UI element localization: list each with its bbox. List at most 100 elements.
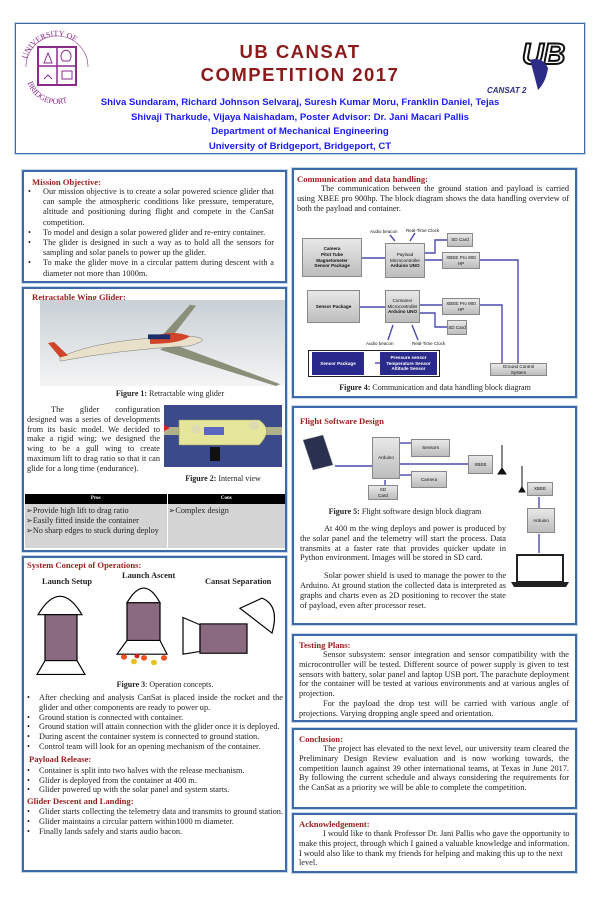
payload-sd-card-block: SD Card (447, 233, 473, 247)
conclusion-body: The project has elevated to the next lev… (299, 744, 569, 793)
ack-heading: Acknowledgement: (299, 819, 370, 829)
software-paragraph-2: Solar power shield is used to manage the… (300, 571, 506, 610)
acknowledgement-panel (292, 813, 577, 873)
flight-software-panel (292, 406, 577, 625)
mission-bullet: To make the glider move in a circular pa… (26, 258, 274, 278)
mission-heading: Mission Objective: (32, 177, 101, 187)
mission-bullet: To model and design a solar powered glid… (26, 228, 274, 238)
figure-2-caption: Figure 2: Internal view (164, 474, 282, 483)
figure-1-label: Figure 1: (115, 389, 148, 398)
pro-item: ➢Provide high lift to drag ratio (26, 506, 129, 515)
internal-view-image (164, 405, 282, 467)
concept-heading: System Concept of Operations: (27, 560, 142, 570)
mission-bullets: Our mission objective is to create a sol… (26, 187, 274, 279)
ground-xbee-block: XBEE (527, 482, 553, 496)
ub-cansat-logo: UB CANSAT 2 (487, 37, 566, 95)
figure-3-caption: Figure 3: Operation concepts. (85, 680, 245, 689)
testing-plans-panel (292, 634, 577, 722)
laptop-icon (511, 554, 569, 587)
container-audio-beacon-label: Audio beacon (366, 341, 394, 346)
authors-line-2: Shivaji Tharkude, Vijaya Naishadam, Post… (130, 111, 470, 123)
concept-bullet: Ground station is connected with contain… (25, 713, 283, 723)
mission-objective-panel (22, 170, 287, 283)
comm-heading: Communication and data handling: (297, 174, 429, 184)
figure-5-caption: Figure 5: Flight software design block d… (300, 507, 510, 516)
container-sensor-package-block: Sensor Package (307, 290, 360, 323)
testing-paragraph-2: For the payload the drop test will be ca… (299, 698, 569, 718)
descent-bullet: Finally lands safely and starts audio ba… (25, 827, 283, 837)
ground-arduino-block: Arduino (527, 508, 555, 533)
payload-bullet: Glider is deployed from the container at… (25, 776, 283, 786)
department: Department of Mechanical Engineering (211, 126, 389, 137)
stage-launch-ascent-label: Launch Ascent (122, 571, 176, 580)
antenna-icon (518, 466, 526, 493)
poster-title: UB CANSAT COMPETITION 2017 (150, 40, 450, 86)
descent-bullets: Glider starts collecting the telemetry d… (25, 807, 283, 836)
pros-cons-table: Pros Cons ➢Provide high lift to drag rat… (25, 494, 285, 548)
testing-paragraph-1: Sensor subsystem: sensor integration and… (299, 650, 569, 699)
ack-body: I would like to thank Professor Dr. Jani… (299, 829, 570, 868)
wing-heading: Retractable Wing Glider: (32, 292, 126, 302)
pro-item: ➢No sharp edges to stuck during deploy (26, 526, 159, 535)
title-line-2: COMPETITION 2017 (200, 64, 400, 85)
figure-1-text: Retractable wing glider (149, 389, 225, 398)
conclusion-panel (292, 728, 577, 809)
figure-4-text: Communication and data handling block di… (372, 383, 531, 392)
launch-setup-rocket (36, 596, 86, 675)
svg-text:CANSAT 2: CANSAT 2 (487, 86, 527, 95)
payload-release-heading: Payload Release: (29, 753, 92, 764)
descent-bullet: Glider starts collecting the telemetry d… (25, 807, 283, 817)
operations-concept-figure (36, 587, 275, 675)
cons-header: Cons (220, 496, 232, 501)
mission-bullet: The glider is designed in such a way as … (26, 238, 274, 258)
figure-1-caption: Figure 1: Retractable wing glider (90, 389, 250, 398)
sensors-block: Sensors (411, 439, 450, 457)
flight-software-diagram (302, 434, 569, 587)
wing-body-text: The glider configuration designed was a … (27, 405, 160, 473)
software-paragraph-1: At 400 m the wing deploys and power is p… (300, 524, 506, 563)
container-sd-card-block: SD Card (447, 320, 467, 335)
comm-body-text: The communication between the ground sta… (297, 184, 569, 214)
camera-block: Camera (411, 471, 447, 488)
launch-ascent-rocket (115, 587, 168, 655)
figure-3-label: Figure 3 (116, 680, 146, 689)
concept-bullets: After checking and analysis CanSat is pl… (25, 693, 283, 752)
authors-block: Shiva Sundaram, Richard Johnson Selvaraj… (15, 96, 585, 154)
title-line-1: UB CANSAT (239, 41, 361, 62)
header-banner (15, 23, 585, 154)
glider-image (40, 300, 285, 386)
concept-bullet: Control team will look for an opening me… (25, 742, 283, 752)
figure-5-label: Figure 5: (328, 507, 360, 516)
pros-header: Pros (25, 494, 168, 504)
pros-cell: ➢Provide high lift to drag ratio ➢Easily… (25, 504, 168, 548)
figure-4-label: Figure 4: (339, 383, 371, 392)
descent-bullet: Glider maintains a circular pattern with… (25, 817, 283, 827)
payload-audio-beacon-label: Audio beacon (370, 229, 398, 234)
figure-3-text: : Operation concepts. (145, 680, 214, 689)
payload-bullet: Container is split into two halves with … (25, 766, 283, 776)
concept-text-flow: After checking and analysis CanSat is pl… (25, 693, 283, 837)
figure-5-text: Flight software design block diagram (361, 507, 482, 516)
software-text-flow: At 400 m the wing deploys and power is p… (300, 524, 506, 610)
payload-bullet: Glider powered up with the solar panel a… (25, 785, 283, 795)
university: University of Bridgeport, Bridgeport, CT (208, 140, 392, 152)
svg-text:UB: UB (522, 38, 565, 71)
comm-diagram-connectors (360, 232, 519, 370)
descent-heading: Glider Descent and Landing: (27, 796, 134, 807)
conclusion-heading: Conclusion: (299, 734, 343, 744)
pro-item: ➢Easily fitted inside the container (26, 516, 139, 525)
legend-sensor-package: Sensor Package (312, 352, 364, 375)
rocket-flames (121, 653, 167, 666)
figure-2-label: Figure 2: (185, 474, 217, 483)
testing-text-flow: Sensor subsystem: sensor integration and… (299, 650, 569, 719)
figure-2-text: Internal view (218, 474, 261, 483)
cons-cell: ➢Complex design (167, 504, 285, 548)
communication-panel (292, 168, 577, 398)
